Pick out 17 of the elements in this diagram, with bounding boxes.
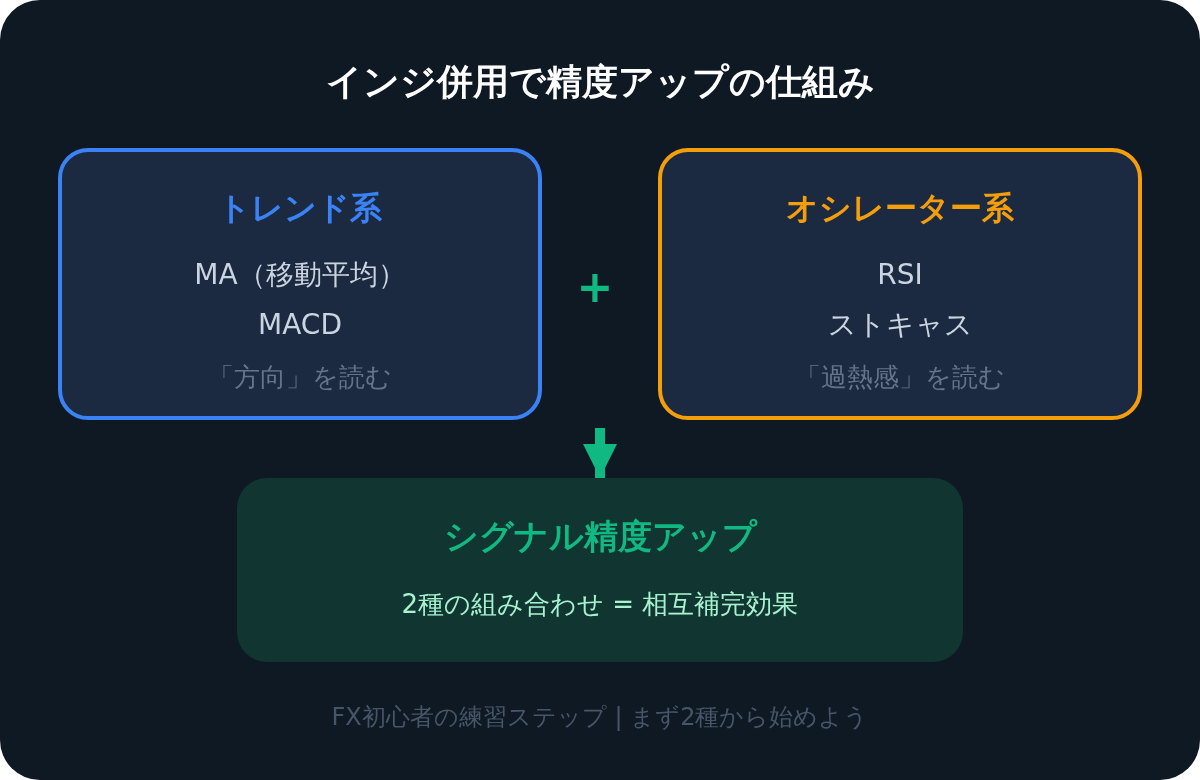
arrow <box>583 428 617 478</box>
item-text: MA（移動平均） <box>193 257 407 293</box>
plus-sign: + <box>575 262 615 312</box>
body-text: 2種の組み合わせ = 相互補完効果 <box>400 588 800 621</box>
box-heading: トレンド系 <box>217 188 383 228</box>
item-text: RSI <box>876 257 924 293</box>
result-box <box>237 478 963 662</box>
note-text: 「過熱感」を読む <box>794 361 1006 394</box>
item-text: MACD <box>257 307 343 343</box>
note-text: 「方向」を読む <box>207 361 393 394</box>
footer-text: FX初心者の練習ステップ | まず2種から始めよう <box>330 702 870 733</box>
item-text: ストキャス <box>826 307 974 343</box>
box-heading: シグナル精度アップ <box>442 516 759 556</box>
diagram-title: インジ併用で精度アップの仕組み <box>324 60 876 104</box>
box-heading: オシレーター系 <box>785 188 1015 228</box>
category-box <box>658 148 1142 420</box>
category-box <box>58 148 542 420</box>
